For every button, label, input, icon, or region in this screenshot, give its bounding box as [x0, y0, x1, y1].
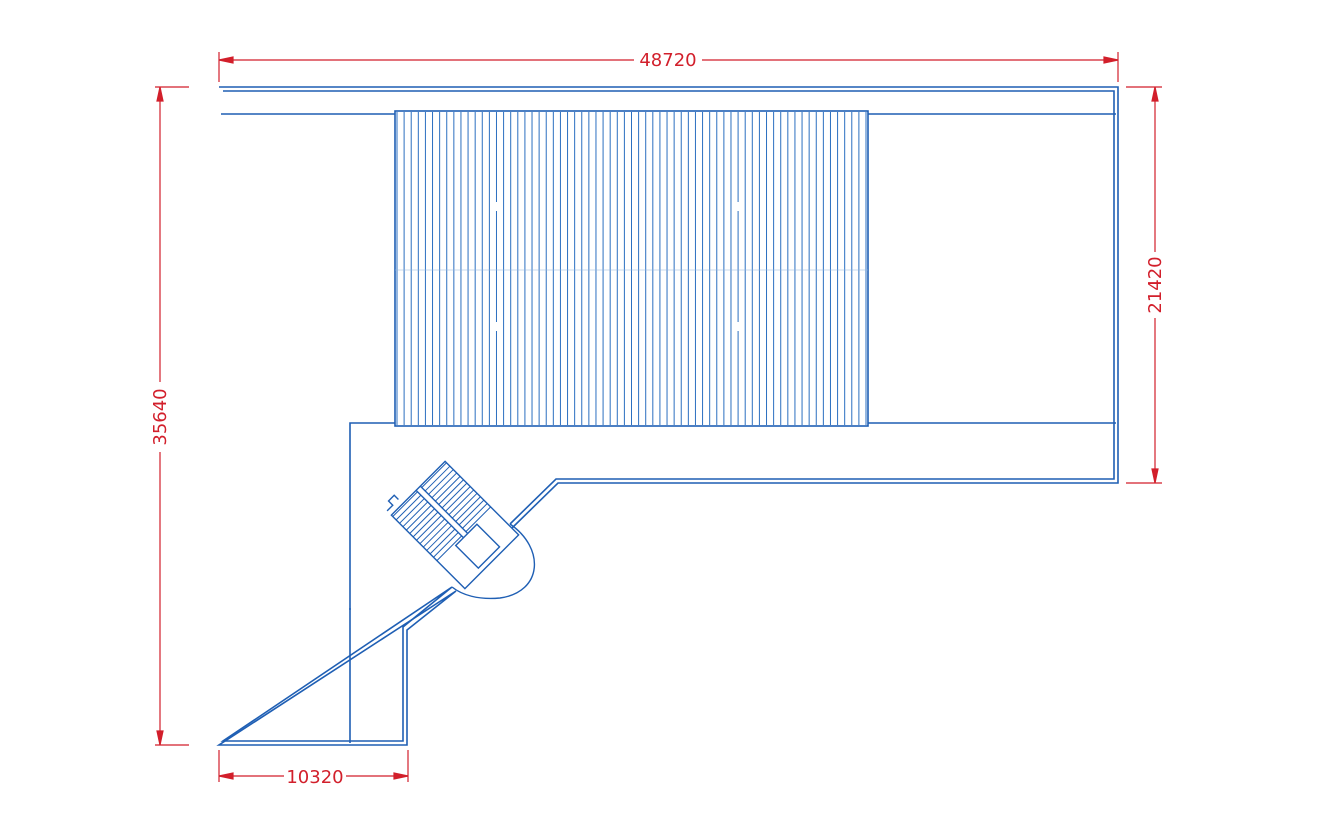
- stair-tower: [386, 460, 535, 600]
- stair-tread: [431, 472, 458, 499]
- roof-ribs: [396, 112, 867, 425]
- dim-arrow: [1151, 86, 1159, 102]
- stair-tread: [465, 506, 491, 533]
- stair-tread: [429, 528, 456, 555]
- dim-right-label: 21420: [1145, 256, 1166, 313]
- dim-arrow: [218, 56, 234, 64]
- dim-arrow: [1151, 468, 1159, 484]
- stair-tread: [445, 486, 471, 512]
- stair-tread: [441, 482, 468, 509]
- dim-top-label: 48720: [639, 50, 696, 71]
- stair-core: [390, 460, 520, 590]
- roof-opening: [736, 322, 742, 331]
- stair-tread: [409, 508, 435, 534]
- stair-tread: [426, 525, 452, 551]
- roof-openings: [494, 202, 742, 331]
- building-outline: [216, 86, 1119, 746]
- stair-tread: [462, 503, 488, 529]
- dimensions: 48720 35640 21420 10320: [150, 50, 1166, 788]
- dim-arrow: [393, 772, 409, 780]
- stair-landing: [454, 523, 501, 570]
- dim-arrow: [218, 772, 234, 780]
- stair-tread: [424, 465, 451, 492]
- dim-left-label: 35640: [150, 388, 171, 445]
- stair-tread: [436, 535, 463, 561]
- roof-opening: [625, 202, 631, 211]
- stair-tread: [428, 469, 454, 495]
- stair-tread: [392, 491, 418, 517]
- stair-tread: [434, 475, 461, 502]
- stair-tread: [438, 479, 464, 505]
- dim-arrow: [156, 86, 164, 102]
- dim-arrow: [1103, 56, 1119, 64]
- roof-opening: [625, 322, 631, 331]
- stair-tower-curve: [451, 523, 535, 600]
- outer-wall: [216, 86, 1119, 746]
- dim-bottom-label: 10320: [286, 767, 343, 788]
- roof-frame: [394, 110, 869, 427]
- inner-wall: [220, 90, 1115, 742]
- stair-tread: [448, 489, 475, 516]
- stair-treads: [392, 462, 491, 561]
- stair-tread: [395, 494, 422, 521]
- stair-tread: [412, 511, 439, 538]
- stair-tread: [416, 515, 442, 541]
- south-parapet-line: [349, 422, 395, 743]
- stair-tread: [399, 498, 425, 524]
- dim-arrow: [156, 730, 164, 746]
- stair-tread: [419, 518, 446, 545]
- roof-opening: [494, 202, 500, 211]
- roof-opening: [736, 202, 742, 211]
- stair-tread: [455, 496, 481, 522]
- stair-tread: [433, 532, 459, 558]
- stair-tread: [405, 504, 432, 531]
- roof-opening: [494, 322, 500, 331]
- stair-rail-notch: [386, 494, 399, 512]
- stair-tread: [422, 521, 449, 548]
- stair-tread: [402, 501, 429, 528]
- ribbed-roof: [394, 110, 869, 427]
- stair-tread: [458, 499, 485, 526]
- stair-tread: [451, 492, 478, 519]
- stair-tread: [421, 462, 447, 488]
